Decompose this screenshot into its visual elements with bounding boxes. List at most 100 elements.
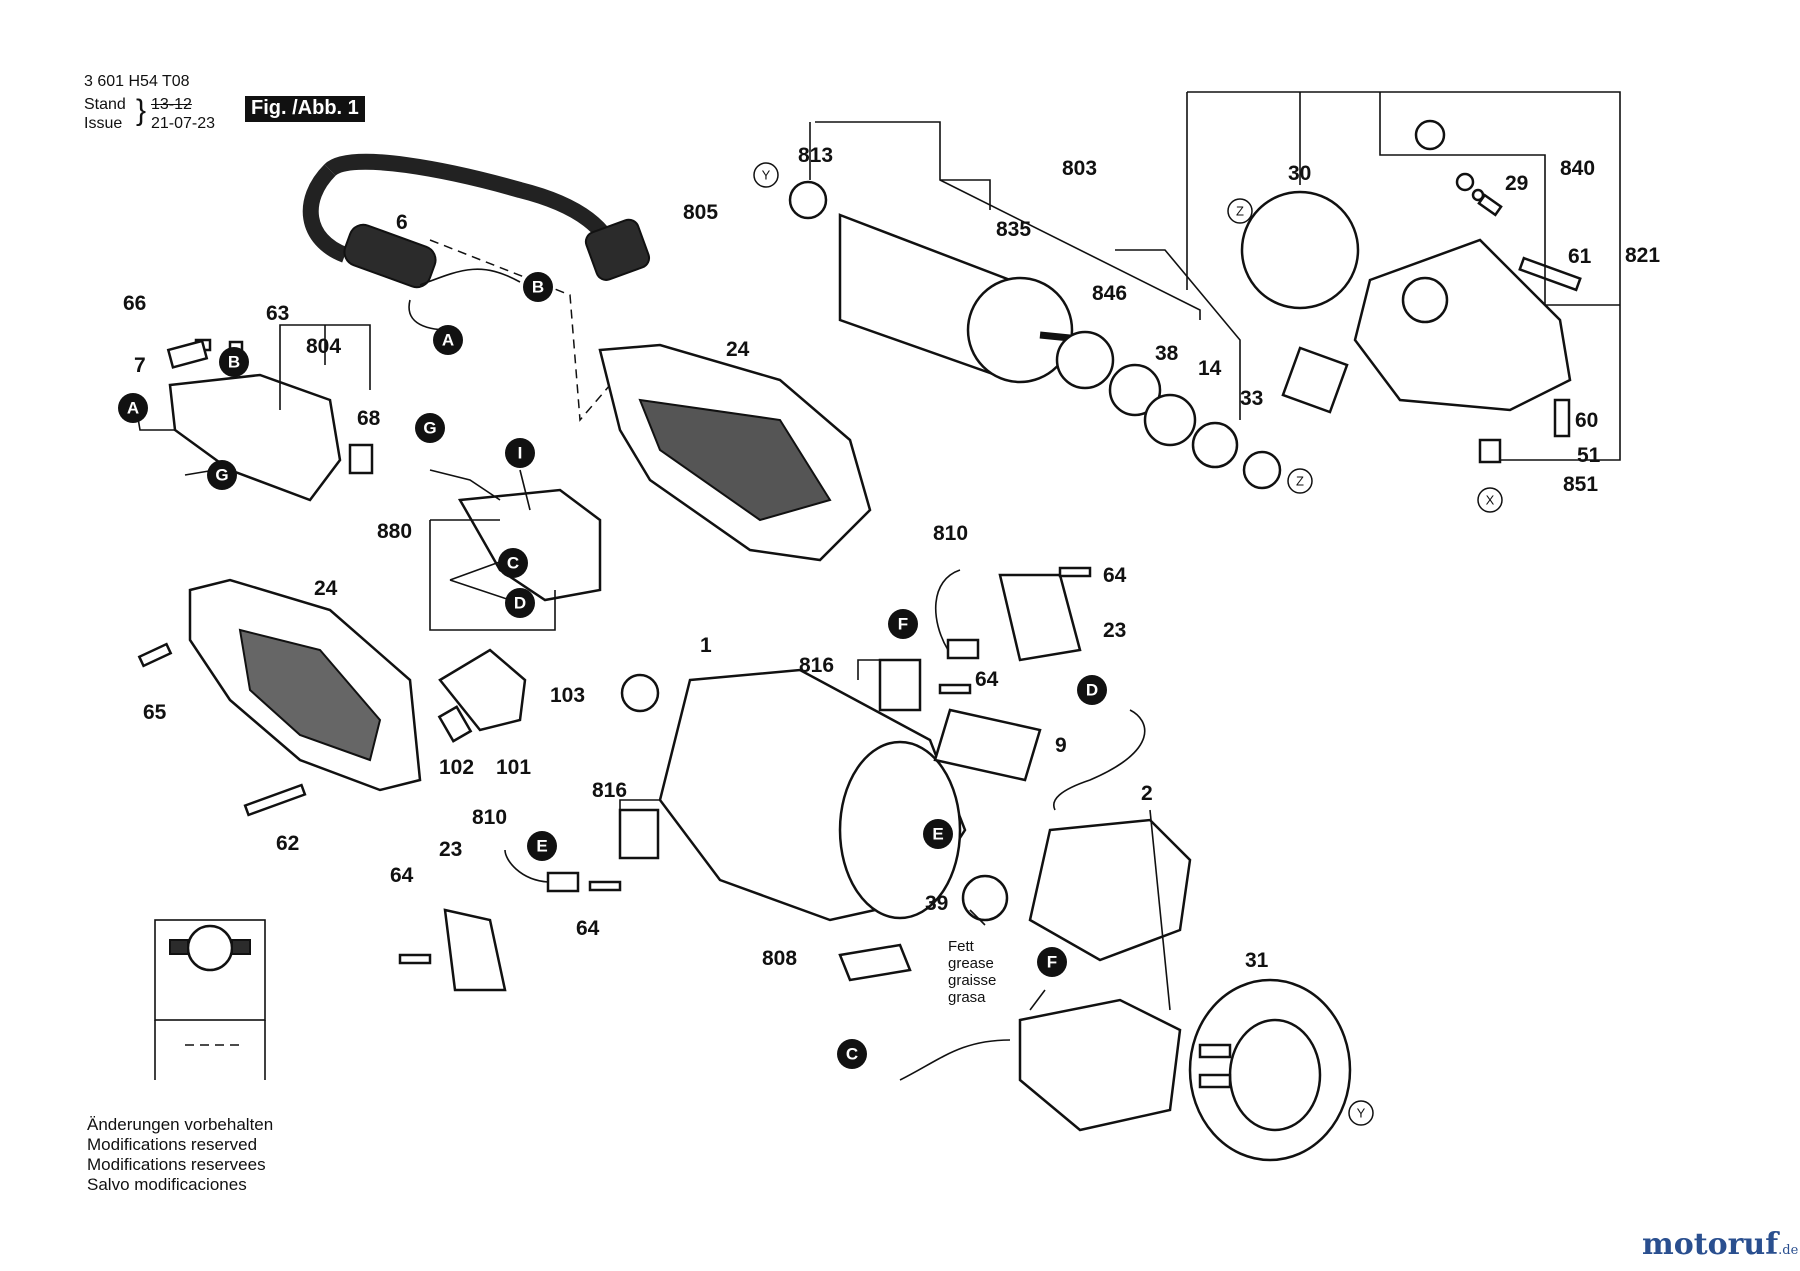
part-number-labels: 805 6 66 63 804 7 68 24 880 24 65 102 10… <box>123 144 1660 972</box>
wire-f-top <box>934 569 961 651</box>
svg-text:Z: Z <box>1296 474 1304 489</box>
part-number: 3 601 H54 T08 <box>84 73 190 90</box>
label-64-top: 64 <box>975 668 999 691</box>
wire-c-stator <box>899 1039 1011 1081</box>
bracket-880 <box>429 520 556 631</box>
svg-text:G: G <box>423 419 436 438</box>
marker-e-brush: E <box>527 831 557 861</box>
notice-en: Modifications reserved <box>87 1135 258 1154</box>
bracket-835 <box>940 179 991 210</box>
seal-z <box>1242 450 1282 490</box>
label-62: 62 <box>276 832 299 855</box>
label-6: 6 <box>396 211 408 234</box>
schematic-armature <box>186 924 234 972</box>
svg-text:X: X <box>1486 493 1495 508</box>
svg-text:D: D <box>1086 681 1098 700</box>
stand-value: 13-12 <box>151 96 192 113</box>
connector-markers: A B B A G G I C D F D E E F C <box>118 272 1107 1069</box>
marker-f-brush: F <box>888 609 918 639</box>
label-805: 805 <box>683 201 718 224</box>
svg-text:C: C <box>507 554 519 573</box>
bearing-14 <box>1143 393 1197 447</box>
screw-61 <box>1518 256 1582 292</box>
schematic-leads <box>154 1020 266 1080</box>
wire-b <box>419 268 521 286</box>
gear-head-821 <box>1353 238 1572 412</box>
screw-64-d <box>398 953 432 965</box>
label-38: 38 <box>1155 342 1179 365</box>
label-102: 102 <box>439 756 474 779</box>
label-804: 804 <box>306 335 341 358</box>
grease-note-en: grease <box>948 955 994 972</box>
svg-text:A: A <box>127 399 139 418</box>
cord-sleeve <box>343 223 437 289</box>
marker-g-module: G <box>415 413 445 443</box>
bracket-840 <box>1379 92 1546 305</box>
svg-text:G: G <box>215 466 228 485</box>
svg-text:E: E <box>536 837 547 856</box>
svg-text:D: D <box>514 594 526 613</box>
schematic-brush-left <box>169 939 189 955</box>
marker-c-stator: C <box>837 1039 867 1069</box>
label-33: 33 <box>1240 387 1263 410</box>
stand-label: Stand <box>84 96 126 113</box>
label-64-mid: 64 <box>576 917 600 940</box>
retaining-ring-846 <box>1055 330 1115 390</box>
label-813: 813 <box>798 144 833 167</box>
sleeve-51 <box>1478 438 1502 464</box>
leader-i-module <box>519 469 531 511</box>
marker-d-stator: D <box>1077 675 1107 705</box>
issue-value: 21-07-23 <box>151 115 216 132</box>
cord-routing-line <box>429 239 611 422</box>
spring-840 <box>1455 172 1475 192</box>
wire-e-bottom <box>504 849 549 883</box>
carbon-brush-810-top <box>946 638 980 660</box>
modifications-notice: Änderungen vorbehalten Modifications res… <box>87 1115 273 1195</box>
label-9: 9 <box>1055 734 1067 757</box>
mains-plug <box>584 218 651 281</box>
fan-wheel <box>966 276 1074 384</box>
label-64-right: 64 <box>1103 564 1127 587</box>
grease-note: Fett grease graisse grasa <box>948 938 996 1006</box>
svg-text:A: A <box>442 331 454 350</box>
leader-grease <box>969 909 986 926</box>
label-803: 803 <box>1062 157 1097 180</box>
marker-a-cord: A <box>433 325 463 355</box>
svg-text:B: B <box>532 278 544 297</box>
label-39: 39 <box>925 892 948 915</box>
label-835: 835 <box>996 218 1031 241</box>
label-61: 61 <box>1568 245 1592 268</box>
label-64-left: 64 <box>390 864 414 887</box>
issue-label: Issue <box>84 115 123 132</box>
screw-60 <box>1553 398 1571 438</box>
bevel-gear-30 <box>1240 190 1360 310</box>
label-23-bottom: 23 <box>439 838 462 861</box>
bracket-846 <box>1115 249 1241 420</box>
label-816-bottom: 816 <box>592 779 627 802</box>
label-23-top: 23 <box>1103 619 1126 642</box>
figure-badge: Fig. /Abb. 1 <box>245 96 365 122</box>
grease-note-de: Fett <box>948 938 974 955</box>
bracket-816-bottom <box>619 799 660 815</box>
electronic-module <box>457 488 602 602</box>
o-ring-29 <box>1471 188 1485 202</box>
grease-note-fr: graisse <box>948 972 997 989</box>
spacer-plate <box>1281 346 1349 414</box>
svg-text:F: F <box>898 615 908 634</box>
svg-text:E: E <box>932 825 943 844</box>
spindle-lock-pin <box>1477 193 1503 217</box>
wire-d-stator <box>1053 709 1146 811</box>
label-24-lower: 24 <box>314 577 338 600</box>
label-808: 808 <box>762 947 797 970</box>
schematic-brush-right <box>231 939 251 955</box>
gear-head-bore <box>1401 276 1449 324</box>
marker-d-module: D <box>505 588 535 618</box>
label-29: 29 <box>1505 172 1528 195</box>
label-30: 30 <box>1288 162 1311 185</box>
svg-text:I: I <box>518 444 523 463</box>
switch-assembly <box>168 373 342 502</box>
label-101: 101 <box>496 756 531 779</box>
fan-guide-103 <box>620 673 660 713</box>
end-shield-peg-1 <box>1198 1043 1232 1059</box>
